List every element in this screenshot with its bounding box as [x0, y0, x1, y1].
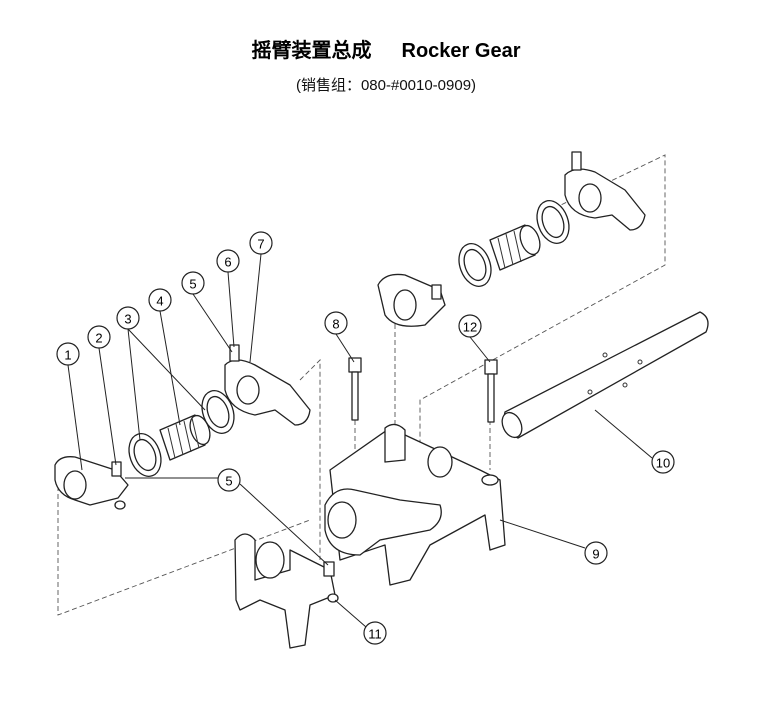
- callout-part-6: 6: [216, 249, 240, 273]
- callout-number: 2: [95, 331, 102, 346]
- callout-circle: [181, 271, 205, 295]
- callout-part-3: 3: [116, 306, 140, 330]
- callout-number: 1: [64, 348, 71, 363]
- callout-circle: [458, 314, 482, 338]
- spring-upper: [489, 224, 541, 271]
- rocker-arm-upper-left: [377, 273, 446, 327]
- sales-group-subtitle: (销售组：080-#0010-0909): [295, 77, 477, 94]
- washer-3: [128, 433, 162, 477]
- rocker-shaft: [501, 311, 709, 439]
- callout-circle: [324, 311, 348, 335]
- title-english: Rocker Gear: [401, 40, 521, 62]
- callout-number: 5: [225, 474, 232, 489]
- spring-4: [159, 414, 211, 461]
- callout-number: 3: [124, 312, 131, 327]
- washer-left: [201, 390, 235, 434]
- page-title: 摇臂装置总成 Rocker Gear: [0, 34, 772, 63]
- callout-number: 12: [463, 320, 477, 335]
- callout-number: 8: [332, 317, 339, 332]
- callout-number: 6: [224, 255, 231, 270]
- callout-number: 4: [156, 294, 163, 309]
- callout-circle: [217, 468, 241, 492]
- callout-circle: [651, 450, 675, 474]
- title-chinese: 摇臂装置总成: [251, 40, 372, 62]
- callout-part-9: 9: [584, 541, 608, 565]
- callout-part-12: 12: [458, 314, 482, 338]
- callout-circle: [249, 231, 273, 255]
- callout-number: 11: [368, 627, 382, 642]
- callout-part-2: 2: [87, 325, 111, 349]
- washer-upper: [458, 243, 492, 287]
- callout-number: 9: [592, 547, 599, 562]
- rocker-arm-center: [324, 488, 442, 556]
- rocker-arm-7: [224, 344, 311, 426]
- callout-circle: [363, 621, 387, 645]
- leader-lines: [67, 253, 653, 628]
- callout-part-8: 8: [324, 311, 348, 335]
- callout-circle: [584, 541, 608, 565]
- callout-part-4: 4: [148, 288, 172, 312]
- bolt-12: [484, 359, 498, 423]
- callout-part-5: 5: [217, 468, 241, 492]
- callout-circle: [56, 342, 80, 366]
- washer-upper-right: [536, 200, 570, 244]
- callout-number: 5: [189, 277, 196, 292]
- callout-circle: [87, 325, 111, 349]
- callout-part-10: 10: [651, 450, 675, 474]
- bolt-8: [348, 357, 362, 421]
- callout-number: 7: [257, 237, 264, 252]
- callout-part-5: 5: [181, 271, 205, 295]
- callout-number: 10: [656, 456, 670, 471]
- rocker-arm-upper-right: [564, 151, 646, 231]
- rocker-arm-1: [54, 456, 129, 510]
- lower-bracket: [234, 533, 336, 649]
- callout-part-11: 11: [363, 621, 387, 645]
- callout-circle: [148, 288, 172, 312]
- callout-part-1: 1: [56, 342, 80, 366]
- callout-part-7: 7: [249, 231, 273, 255]
- callout-circle: [216, 249, 240, 273]
- callout-circle: [116, 306, 140, 330]
